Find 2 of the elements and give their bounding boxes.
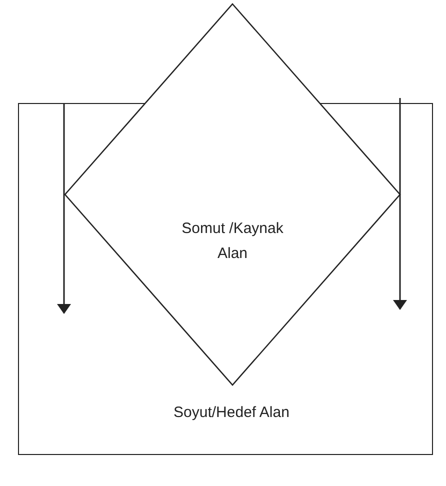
node-label: Somut /Kaynak Alan bbox=[180, 218, 284, 264]
node-label: Soyut/Hedef Alan bbox=[172, 402, 290, 422]
